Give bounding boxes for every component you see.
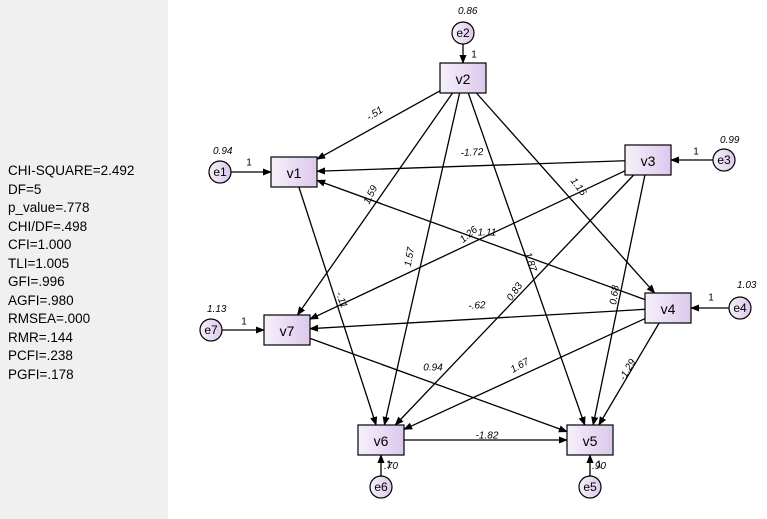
error-term-e7 bbox=[199, 318, 223, 342]
path-arrow-v4-v5 bbox=[598, 322, 660, 426]
path-coefficient-v3-v5: 0.68 bbox=[608, 284, 622, 305]
observed-variable-v7 bbox=[263, 314, 311, 346]
path-coefficient-v3-v1: -1.72 bbox=[460, 147, 484, 159]
fixed-path-label: 1 bbox=[708, 293, 714, 304]
fit-statistic: PGFI=.178 bbox=[8, 366, 74, 382]
path-coefficient-v2-v1: -.51 bbox=[365, 105, 385, 124]
error-term-label: e7 bbox=[204, 323, 218, 337]
observed-variable-label: v6 bbox=[374, 433, 389, 449]
fixed-path-label: 1 bbox=[693, 147, 699, 158]
path-arrow-v2-v7 bbox=[296, 92, 454, 316]
path-coefficient-v4-v1: 1.11 bbox=[478, 228, 497, 239]
observed-variables-layer: v1 v2 v3 v4 v5 v6 v7 bbox=[263, 62, 692, 456]
path-arrow-v3-v5 bbox=[591, 174, 646, 426]
path-arrow-v2-v5 bbox=[467, 92, 586, 426]
path-arrow-v7-v5 bbox=[309, 337, 568, 433]
observed-variable-label: v2 bbox=[456, 71, 471, 87]
error-term-e3 bbox=[712, 148, 736, 172]
error-variance-label: 0.99 bbox=[720, 135, 740, 146]
path-coefficient-v6-v5: -1.82 bbox=[476, 431, 499, 442]
fixed-path-label: 1 bbox=[241, 317, 247, 328]
path-coefficient-v7-v5: 0.94 bbox=[423, 363, 443, 374]
fixed-path-label: 1 bbox=[386, 460, 392, 471]
observed-variable-v5 bbox=[566, 424, 614, 456]
fit-statistic: CHI/DF=.498 bbox=[8, 218, 88, 234]
error-term-label: e1 bbox=[213, 165, 227, 179]
path-arrow-v1-v6 bbox=[298, 186, 378, 426]
path-arrow-v3-v7 bbox=[309, 170, 626, 320]
path-arrow-v2-v1 bbox=[316, 90, 441, 160]
fit-statistic: RMSEA=.000 bbox=[8, 311, 91, 326]
error-term-label: e2 bbox=[456, 26, 470, 40]
path-arrow-v2-v6 bbox=[382, 92, 461, 426]
path-arrow-v3-v1 bbox=[316, 160, 626, 175]
observed-variable-label: v7 bbox=[280, 323, 295, 339]
error-variance-label: 0.94 bbox=[213, 146, 233, 157]
fit-statistic: PCFI=.238 bbox=[8, 348, 73, 363]
observed-variable-label: v3 bbox=[641, 153, 656, 169]
fit-statistic: CHI-SQUARE=2.492 bbox=[8, 163, 135, 178]
fit-statistic: GFI=.996 bbox=[8, 274, 65, 289]
path-coefficient-v1-v6: -.11 bbox=[333, 290, 349, 309]
error-variance-label: .70 bbox=[384, 461, 398, 472]
path-arrow-v4-v7 bbox=[309, 308, 646, 332]
fit-statistic: RMR=.144 bbox=[8, 329, 73, 345]
observed-variable-v1 bbox=[270, 156, 318, 188]
fit-statistic: p_value=.778 bbox=[8, 200, 90, 215]
observed-variable-label: v1 bbox=[287, 165, 302, 181]
error-term-e2 bbox=[451, 21, 475, 45]
error-term-e6 bbox=[369, 475, 393, 499]
error-variance-label: 1.03 bbox=[737, 280, 757, 291]
fit-statistic: DF=5 bbox=[8, 181, 42, 197]
path-arrow-v2-v4 bbox=[475, 92, 656, 294]
error-term-label: e5 bbox=[583, 480, 597, 494]
error-term-e4 bbox=[728, 296, 752, 320]
fit-statistic: TLI=1.005 bbox=[8, 255, 70, 271]
path-arrow-v4-v1 bbox=[316, 179, 646, 301]
error-variance-label: .90 bbox=[592, 461, 606, 472]
observed-variable-label: v5 bbox=[583, 433, 598, 449]
path-coefficient-v2-v4: 1.16 bbox=[568, 176, 589, 199]
path-coefficient-v2-v6: 1.57 bbox=[403, 246, 417, 268]
observed-variable-v6 bbox=[357, 424, 405, 456]
path-coefficient-v2-v5: 1.87 bbox=[522, 251, 539, 273]
error-variance-label: 0.86 bbox=[458, 6, 478, 17]
observed-variable-v4 bbox=[644, 292, 692, 324]
path-coefficient-v4-v5: -1.29 bbox=[618, 357, 639, 383]
error-term-label: e4 bbox=[733, 301, 747, 315]
observed-variable-v2 bbox=[439, 62, 487, 94]
fixed-path-label: 1 bbox=[596, 460, 602, 471]
error-term-label: e3 bbox=[717, 153, 731, 167]
error-term-e5 bbox=[578, 475, 602, 499]
path-arrow-v4-v6 bbox=[403, 317, 646, 431]
error-terms-layer: e10.941e20.861e30.991e41.031e5.901e6.701… bbox=[199, 6, 757, 499]
observed-variable-v3 bbox=[624, 144, 672, 176]
error-variance-label: 1.13 bbox=[207, 304, 227, 315]
paths-layer bbox=[296, 90, 660, 444]
fixed-path-label: 1 bbox=[471, 50, 477, 61]
path-coefficient-v4-v7: -.62 bbox=[468, 300, 486, 312]
error-term-e1 bbox=[208, 160, 232, 184]
fit-statistic: AGFI=.980 bbox=[8, 292, 74, 308]
fit-statistic: CFI=1.000 bbox=[8, 237, 72, 252]
fixed-path-label: 1 bbox=[246, 158, 252, 169]
error-term-label: e6 bbox=[374, 480, 388, 494]
observed-variable-label: v4 bbox=[661, 301, 676, 317]
